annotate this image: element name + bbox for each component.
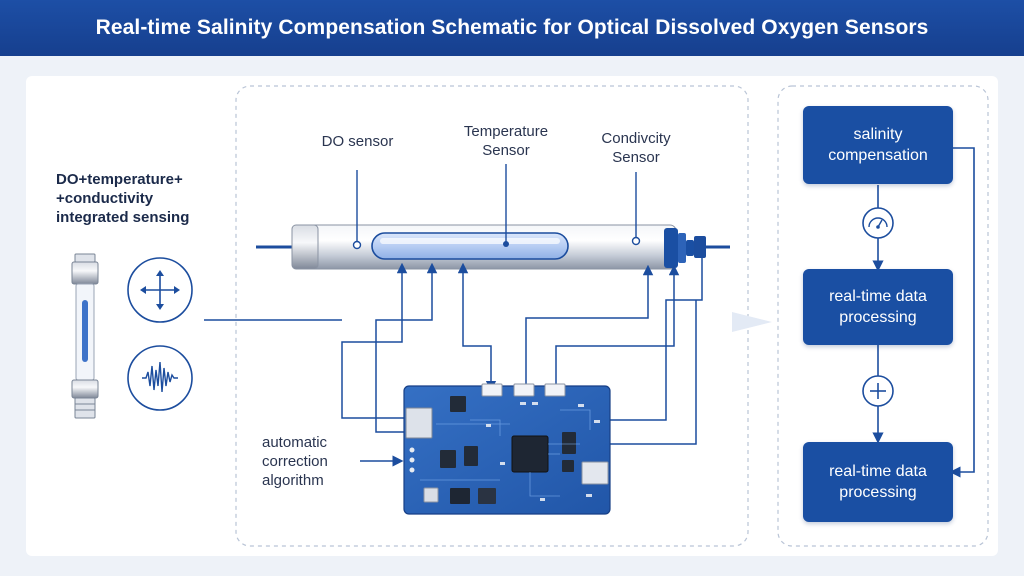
conductivity-sensor-dot: [631, 236, 641, 246]
temperature-sensor-dot: [503, 241, 509, 247]
integrated-sensing-label: DO+temperature+ +conductivity integrated…: [56, 171, 190, 226]
pcb-board: [403, 383, 611, 515]
panel-chevron-icon: [732, 312, 772, 332]
title-bar: Real-time Salinity Compensation Schemati…: [0, 0, 1024, 56]
conductivity-sensor-label: Condivcity Sensor: [601, 130, 671, 166]
waveform-icon: [127, 345, 193, 411]
sensor-tube: [291, 224, 706, 270]
crosshair-arrows-icon: [127, 257, 193, 323]
do-sensor-label: DO sensor: [321, 133, 394, 150]
page-title: Real-time Salinity Compensation Schemati…: [95, 16, 929, 39]
flow-step-salinity-compensation: salinity compensation: [803, 106, 953, 184]
do-sensor-dot: [352, 240, 362, 250]
algorithm-label: automatic correction algorithm: [262, 434, 328, 489]
flow-step-data-processing-2: real-time data processing: [803, 442, 953, 522]
flow-step-data-processing-1: real-time data processing: [803, 269, 953, 345]
temperature-sensor-label: Temperature Sensor: [463, 123, 549, 159]
signal-wires: [341, 258, 703, 445]
flow-connectors: [872, 147, 975, 478]
flow-panel-border: [777, 85, 989, 547]
gauge-icon: [862, 207, 894, 239]
plus-circle-icon: [862, 375, 894, 407]
probe-icon: [71, 253, 99, 419]
